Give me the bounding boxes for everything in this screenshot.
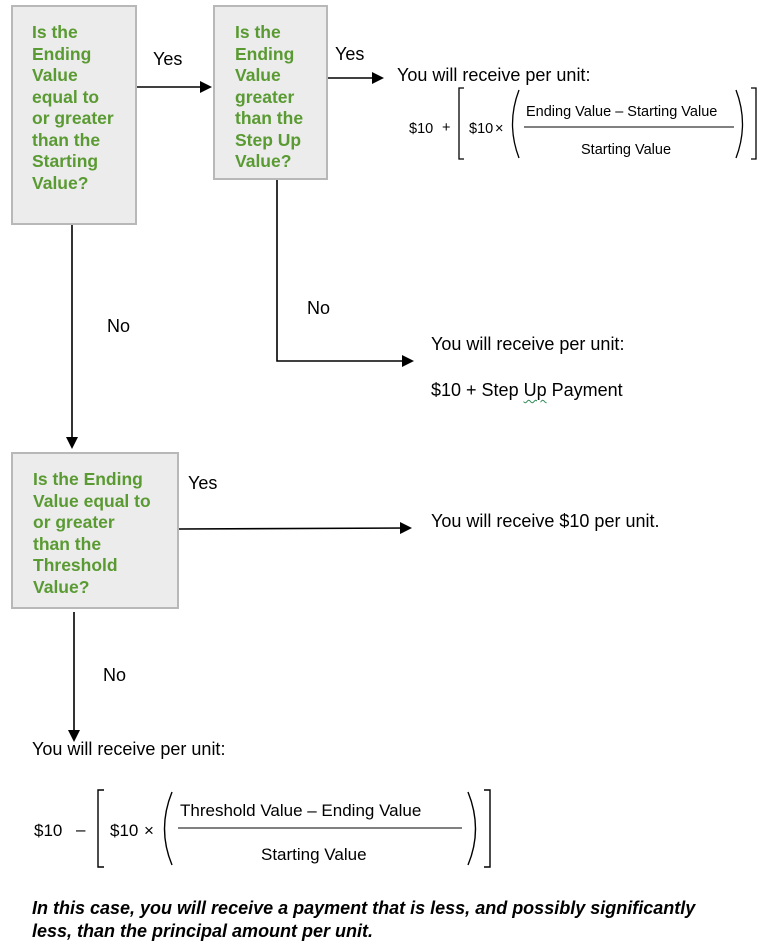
q3-line: than the <box>33 533 102 554</box>
label-no-1: No <box>107 316 131 336</box>
label-yes-2: Yes <box>335 44 365 64</box>
q2-line: greater <box>235 86 295 107</box>
label-yes-3: Yes <box>188 473 218 493</box>
q3-line: Value? <box>33 576 90 597</box>
f1-lead: $10 <box>409 121 433 137</box>
q1-line: Is the <box>32 22 78 42</box>
f1-numerator: Ending Value – Starting Value <box>526 104 717 120</box>
q3-line: Is the Ending <box>33 469 143 489</box>
question-ending-vs-step-up: Is the Ending Value greater than the Ste… <box>235 22 303 173</box>
f1-op: + <box>442 120 450 136</box>
outcome-step-up-title: You will receive per unit: <box>431 334 625 354</box>
q2-line: Value <box>235 65 281 85</box>
f2-left-bracket <box>97 789 104 868</box>
formula-downside: $10 – $10 × Threshold Value – Ending Val… <box>34 789 491 868</box>
question-ending-vs-starting: Is the Ending Value equal to or greater … <box>32 22 114 194</box>
f2-op: – <box>76 820 86 839</box>
decision-box-step-up <box>213 5 328 180</box>
f1-times: × <box>495 121 503 137</box>
f2-lead: $10 <box>34 821 62 840</box>
q2-line: than the <box>235 108 304 128</box>
f2-left-paren <box>163 791 173 866</box>
f2-right-bracket <box>484 789 491 868</box>
q2-line: Step Up <box>235 129 302 150</box>
label-no-3: No <box>103 665 127 685</box>
f1-right-paren <box>735 89 744 159</box>
f2-times: × <box>144 821 154 840</box>
f2-numerator: Threshold Value – Ending Value <box>180 801 421 820</box>
arrow-yes-to-ten-dollars <box>178 522 412 535</box>
step-up-word: Up <box>523 380 547 400</box>
question-ending-vs-threshold: Is the Ending Value equal to or greater … <box>33 469 151 598</box>
q3-line: or greater <box>33 512 115 532</box>
f2-right-paren <box>467 791 477 866</box>
decision-box-starting <box>11 5 137 225</box>
q2-line: Ending <box>235 43 295 64</box>
q2-line: Value? <box>235 151 292 171</box>
arrow-no-to-step-up-payment <box>276 180 414 367</box>
f1-left-paren <box>511 89 520 159</box>
f1-inner: $10 <box>469 121 493 137</box>
q1-line: equal to <box>32 86 100 107</box>
label-yes-1: Yes <box>153 49 183 69</box>
step-up-suffix: Payment <box>546 380 623 400</box>
q1-line: Ending <box>32 43 92 64</box>
outcome-step-up-value: $10 + Step Up Payment <box>431 380 623 401</box>
q1-line: or greater <box>32 108 114 128</box>
loss-warning-note: In this case, you will receive a payment… <box>32 898 696 941</box>
q1-line: Value <box>32 65 78 85</box>
label-no-2: No <box>307 298 331 318</box>
formula-upside: $10 + $10 × Ending Value – Starting Valu… <box>409 87 757 160</box>
decision-box-threshold <box>11 452 179 609</box>
q1-line: than the <box>32 129 101 150</box>
f1-right-bracket <box>751 87 757 160</box>
q1-line: Starting <box>32 151 99 171</box>
outcome-ten-dollars: You will receive $10 per unit. <box>431 511 660 531</box>
f1-left-bracket <box>458 87 464 160</box>
q2-line: Is the <box>235 22 281 42</box>
f2-inner: $10 <box>110 821 138 840</box>
q3-line: Value equal to <box>33 490 151 511</box>
q1-line: Value? <box>32 172 89 193</box>
step-up-prefix: $10 + Step <box>431 380 524 400</box>
outcome-upside-title: You will receive per unit: <box>397 65 591 85</box>
q3-line: Threshold <box>33 555 118 575</box>
f2-denominator: Starting Value <box>261 845 367 864</box>
outcome-loss-title: You will receive per unit: <box>32 739 226 759</box>
f1-denominator: Starting Value <box>581 142 671 158</box>
